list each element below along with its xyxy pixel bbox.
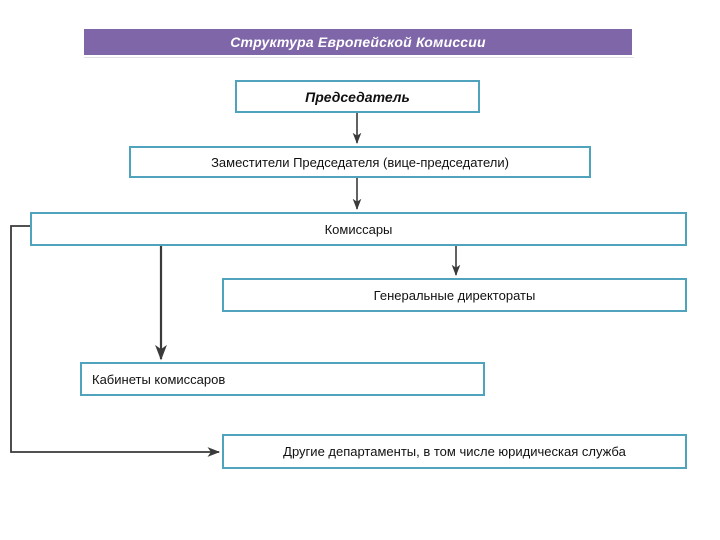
title-banner: Структура Европейской Комиссии	[84, 29, 632, 55]
page-title: Структура Европейской Комиссии	[230, 34, 486, 50]
node-other-departments-label: Другие департаменты, в том числе юридиче…	[283, 444, 626, 459]
node-chairman[interactable]: Председатель	[235, 80, 480, 113]
node-deputies[interactable]: Заместители Председателя (вице-председат…	[129, 146, 591, 178]
node-deputies-label: Заместители Председателя (вице-председат…	[211, 154, 509, 170]
node-cabinets[interactable]: Кабинеты комиссаров	[80, 362, 485, 396]
node-other-departments[interactable]: Другие департаменты, в том числе юридиче…	[222, 434, 687, 469]
title-underline-rule	[84, 57, 634, 58]
edge-commissioners-to-other-depts	[10, 225, 221, 457]
node-directorates-label: Генеральные директораты	[373, 287, 536, 303]
node-cabinets-label: Кабинеты комиссаров	[92, 371, 226, 387]
node-directorates[interactable]: Генеральные директораты	[222, 278, 687, 312]
node-chairman-label: Председатель	[305, 88, 410, 105]
node-commissioners[interactable]: Комиссары	[30, 212, 687, 246]
node-commissioners-label: Комиссары	[324, 221, 393, 237]
